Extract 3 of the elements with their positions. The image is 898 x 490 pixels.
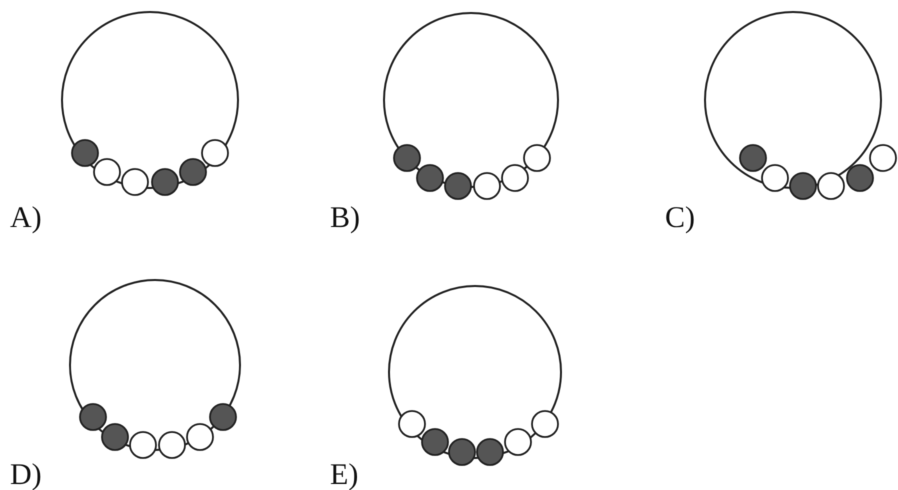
option-label: B) xyxy=(330,203,360,233)
option-label: A) xyxy=(10,203,42,233)
option-label: C) xyxy=(665,203,695,233)
